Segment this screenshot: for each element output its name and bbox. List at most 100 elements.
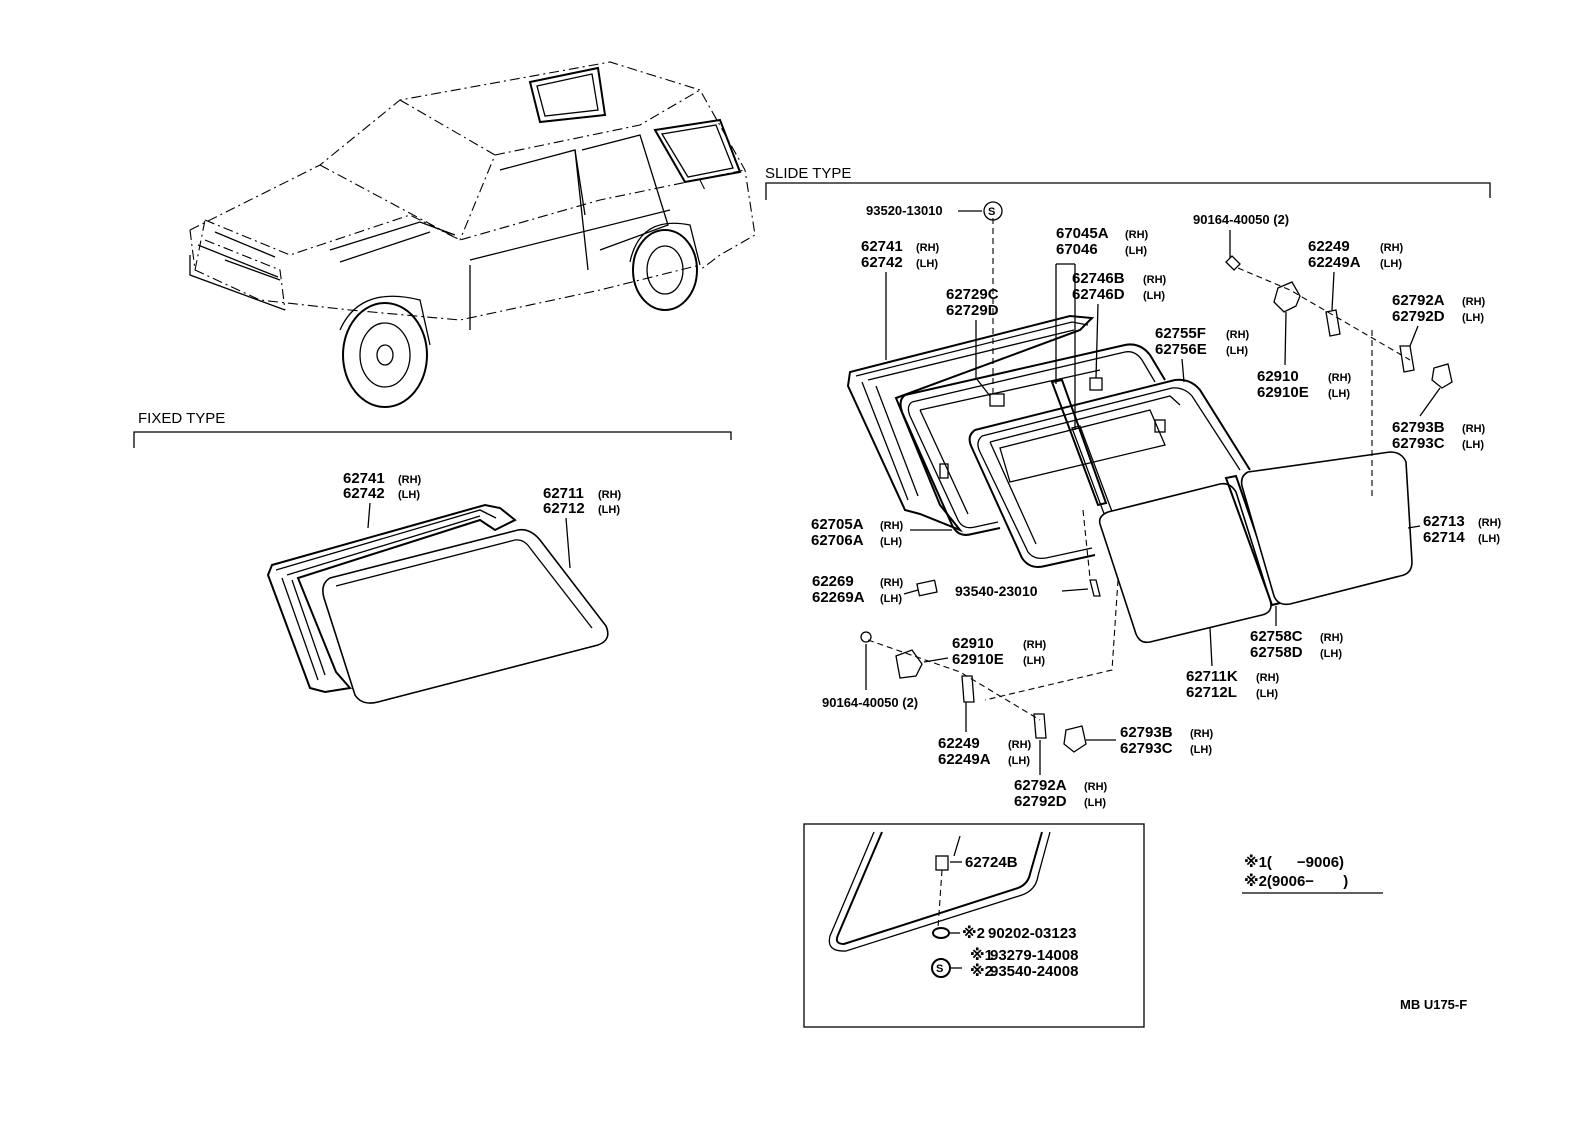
label-62713-side: (RH) bbox=[1478, 517, 1502, 529]
legend-line-2: ※2(9006− ) bbox=[1244, 872, 1348, 890]
label-62758d-side: (LH) bbox=[1320, 648, 1342, 660]
label-62741-fixed-side: (RH) bbox=[398, 474, 422, 486]
slide-type-heading: SLIDE TYPE bbox=[765, 165, 851, 182]
label-62713: 62713 bbox=[1423, 513, 1465, 530]
clip-62724b bbox=[935, 855, 949, 871]
label-62249-top: 62249 bbox=[1308, 238, 1350, 255]
label-62742-fixed-side: (LH) bbox=[398, 489, 420, 501]
label-62742-slide-side: (LH) bbox=[916, 258, 938, 270]
label-62746b: 62746B bbox=[1072, 270, 1125, 287]
label-62793b-bot: 62793B bbox=[1120, 724, 1173, 741]
label-62712-fixed-side: (LH) bbox=[598, 504, 620, 516]
label-90164-bot: 90164-40050 (2) bbox=[822, 695, 918, 710]
s-symbol-inset-letter: S bbox=[936, 963, 943, 975]
label-62741-fixed: 62741 bbox=[343, 470, 385, 487]
vehicle-illustration bbox=[189, 61, 756, 408]
label-62792d-bot: 62792D bbox=[1014, 793, 1067, 810]
pin-93540-23010 bbox=[1089, 579, 1101, 597]
legend: ※1( −9006) ※2(9006− ) bbox=[1242, 853, 1383, 894]
fixed-type-heading: FIXED TYPE bbox=[138, 410, 225, 427]
label-62793c-bot-side: (LH) bbox=[1190, 744, 1212, 756]
fixed-glass bbox=[322, 528, 609, 704]
label-90164-top: 90164-40050 (2) bbox=[1193, 212, 1289, 227]
fixed-type-bracket bbox=[133, 431, 732, 448]
label-62249-bot-side: (RH) bbox=[1008, 739, 1032, 751]
mark-2-b: ※2 bbox=[970, 962, 993, 980]
label-90202-03123: 90202-03123 bbox=[988, 925, 1076, 942]
pad-62269 bbox=[916, 579, 938, 597]
label-62746d: 62746D bbox=[1072, 286, 1125, 303]
label-62269-side: (RH) bbox=[880, 577, 904, 589]
label-62793c-top: 62793C bbox=[1392, 435, 1445, 452]
label-62756e: 62756E bbox=[1155, 341, 1207, 358]
label-62755f-side: (RH) bbox=[1226, 329, 1250, 341]
label-62792d-bot-side: (LH) bbox=[1084, 797, 1106, 809]
inset-frame bbox=[803, 823, 1145, 1028]
fixed-labels: 62741 (RH) 62742 (LH) 62711 (RH) 62712 (… bbox=[343, 470, 622, 569]
label-62792a-top-side: (RH) bbox=[1462, 296, 1486, 308]
clip-62729c bbox=[989, 393, 1005, 407]
label-62742-slide: 62742 bbox=[861, 254, 903, 271]
label-93540-24008: 93540-24008 bbox=[990, 963, 1078, 980]
label-62269: 62269 bbox=[812, 573, 854, 590]
label-62756e-side: (LH) bbox=[1226, 345, 1248, 357]
latch-group-bottom bbox=[860, 631, 1087, 753]
label-62742-fixed: 62742 bbox=[343, 485, 385, 502]
label-62758d: 62758D bbox=[1250, 644, 1303, 661]
block-62746b bbox=[1089, 377, 1103, 391]
label-62714-side: (LH) bbox=[1478, 533, 1500, 545]
s-symbol-top bbox=[983, 201, 1003, 221]
label-62712-fixed: 62712 bbox=[543, 500, 585, 517]
detail-inset: 62724B ※2 90202-03123 S ※1 93279-14008 ※… bbox=[803, 823, 1145, 1028]
label-62729c: 62729C bbox=[946, 286, 999, 303]
slide-glass-rear bbox=[1240, 451, 1413, 606]
label-62249-top-side: (RH) bbox=[1380, 242, 1404, 254]
label-62910e-bot-side: (LH) bbox=[1023, 655, 1045, 667]
label-62711k-side: (RH) bbox=[1256, 672, 1280, 684]
mark-2-a: ※2 bbox=[962, 924, 985, 942]
label-93279-14008: 93279-14008 bbox=[990, 947, 1078, 964]
label-62706a-side: (LH) bbox=[880, 536, 902, 548]
label-62249a-top: 62249A bbox=[1308, 254, 1361, 271]
label-62910e-bot: 62910E bbox=[952, 651, 1004, 668]
label-62711-fixed: 62711 bbox=[543, 485, 584, 502]
s-symbol-top-letter: S bbox=[988, 206, 995, 218]
slide-glass-front bbox=[1098, 482, 1272, 644]
label-62910e-top-side: (LH) bbox=[1328, 388, 1350, 400]
label-62758c-side: (RH) bbox=[1320, 632, 1344, 644]
label-93540-23010: 93540-23010 bbox=[955, 583, 1038, 599]
label-62755f: 62755F bbox=[1155, 325, 1206, 342]
label-62705a: 62705A bbox=[811, 516, 864, 533]
slide-type-bracket bbox=[765, 182, 1491, 200]
label-62741-slide-side: (RH) bbox=[916, 242, 940, 254]
washer-90202 bbox=[932, 927, 950, 939]
label-62711k: 62711K bbox=[1186, 668, 1238, 685]
label-62249a-bot-side: (LH) bbox=[1008, 755, 1030, 767]
label-62706a: 62706A bbox=[811, 532, 864, 549]
label-62910-top: 62910 bbox=[1257, 368, 1299, 385]
label-62724b: 62724B bbox=[965, 854, 1018, 871]
mark-1: ※1 bbox=[970, 946, 993, 964]
label-62793c-bot: 62793C bbox=[1120, 740, 1173, 757]
s-symbol-inset bbox=[931, 958, 951, 978]
label-62910-bot: 62910 bbox=[952, 635, 994, 652]
label-62793b-top-side: (RH) bbox=[1462, 423, 1486, 435]
label-62758c: 62758C bbox=[1250, 628, 1303, 645]
label-62910-bot-side: (RH) bbox=[1023, 639, 1047, 651]
label-62792a-bot-side: (RH) bbox=[1084, 781, 1108, 793]
label-62705a-side: (RH) bbox=[880, 520, 904, 532]
label-62712l: 62712L bbox=[1186, 684, 1237, 701]
label-62792a-top: 62792A bbox=[1392, 292, 1445, 309]
label-62746d-side: (LH) bbox=[1143, 290, 1165, 302]
label-67046: 67046 bbox=[1056, 241, 1098, 258]
label-62793b-bot-side: (RH) bbox=[1190, 728, 1214, 740]
label-62729d: 62729D bbox=[946, 302, 999, 319]
diagram-code: MB U175-F bbox=[1400, 997, 1467, 1012]
label-62741-slide: 62741 bbox=[861, 238, 903, 255]
label-62711-fixed-side: (RH) bbox=[598, 489, 622, 501]
label-62249a-top-side: (LH) bbox=[1380, 258, 1402, 270]
label-62793b-top: 62793B bbox=[1392, 419, 1445, 436]
label-67046-side: (LH) bbox=[1125, 245, 1147, 257]
